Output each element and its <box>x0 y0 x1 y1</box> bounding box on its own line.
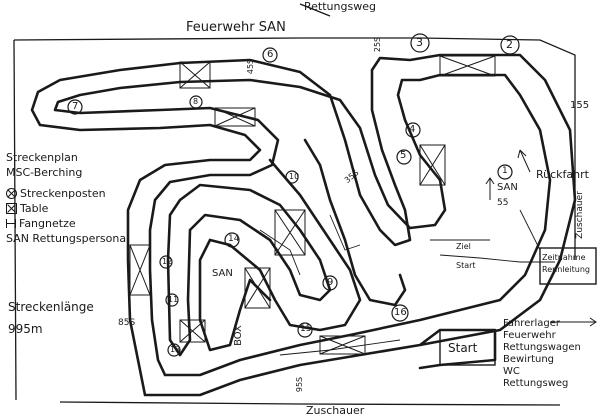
fahrerlager-line-1: Fahrerlager <box>503 318 560 329</box>
post-4: 4 <box>409 124 416 135</box>
table-left <box>129 244 151 296</box>
net-icon <box>6 219 16 228</box>
track-thin-line-1 <box>259 229 301 276</box>
circle-x-icon <box>6 188 17 199</box>
zuschauer-side-label: Zuschauer <box>574 191 585 239</box>
legend-item-table: Table <box>6 201 129 216</box>
post-circles <box>67 33 520 357</box>
distance-55: 55 <box>497 198 509 208</box>
box-label: BOX <box>232 325 244 346</box>
track-inner-lane-1 <box>166 183 332 357</box>
distance-85s: 85S <box>118 318 136 328</box>
legend-title-1: Streckenplan <box>6 151 78 164</box>
track-inner-lane-2 <box>208 158 362 332</box>
zeitnahme-box-outline <box>539 247 597 285</box>
post-2: 2 <box>506 38 513 51</box>
legend-item-san: SAN Rettungspersonal <box>6 232 130 245</box>
fahrerlager-line-4: Bewirtung <box>503 354 555 365</box>
table-bottom-left <box>179 319 206 343</box>
table-low-mid <box>244 267 271 309</box>
rettungsweg-arrow-top <box>299 3 331 17</box>
legend: Streckenplan MSC-Berching Streckenposten… <box>6 150 129 246</box>
frame-top-line <box>13 37 576 260</box>
track-length-label: Streckenlänge <box>8 300 94 314</box>
legend-title-2: MSC-Berching <box>6 166 83 179</box>
post-6: 6 <box>267 49 274 60</box>
table-center-mid <box>274 209 306 256</box>
distance-95s: 95S <box>295 376 305 393</box>
zuschauer-bottom-label: Zuschauer <box>306 404 365 417</box>
post-5: 5 <box>400 150 407 161</box>
post-12: 12 <box>162 257 173 266</box>
feuerwehr-san-label: Feuerwehr SAN <box>186 20 286 35</box>
post-14: 14 <box>228 234 240 244</box>
start-box-outline <box>439 329 496 366</box>
post-16: 16 <box>394 307 407 318</box>
fahrerlager-line-3: Rettungswagen <box>503 342 581 353</box>
distance-155: 155 <box>570 100 590 111</box>
pit-line <box>439 254 555 263</box>
post-1: 1 <box>502 166 508 176</box>
post-3: 3 <box>416 36 423 49</box>
track-chicane <box>303 138 407 307</box>
start-small-label: Start <box>456 261 476 270</box>
table-top-center <box>179 61 211 89</box>
fahrerlager-line-5: WC <box>503 366 520 377</box>
zeitnahme-connector <box>519 209 541 251</box>
post-8: 8 <box>193 97 199 106</box>
legend-item-fangnetze: Fangnetze <box>6 216 129 231</box>
ruckfahrt-label: Rückfahrt <box>536 168 589 181</box>
table-upper-mid <box>214 107 256 127</box>
san-right-label: SAN <box>497 182 518 193</box>
track-inner-lane-3 <box>198 238 272 352</box>
track-edges <box>30 53 577 397</box>
distance-25s: 25S <box>373 36 383 53</box>
fahrerlager-line-6: Rettungsweg <box>503 378 569 389</box>
fahrerlager-line-2: Feuerwehr <box>503 330 556 341</box>
ziel-label: Ziel <box>456 242 471 251</box>
san-mid-label: SAN <box>212 268 233 279</box>
distance-45s: 45S <box>246 58 256 75</box>
track-thin-line-3 <box>279 339 401 356</box>
track-inner-edge <box>53 73 552 377</box>
tables <box>129 55 496 355</box>
legend-item-streckenposten: Streckenposten <box>6 186 129 201</box>
fahrerlager-block: Fahrerlager Feuerwehr Rettungswagen Bewi… <box>503 318 581 390</box>
table-right-mid <box>419 144 446 186</box>
table-bottom-mid <box>319 335 366 355</box>
frame-bottom-line <box>59 401 561 406</box>
start-box-label: Start <box>448 341 478 355</box>
track-length-value: 995m <box>8 322 43 336</box>
track-thin-line-2 <box>329 214 361 251</box>
post-9: 9 <box>327 277 334 288</box>
post-7: 7 <box>72 101 79 112</box>
post-11: 11 <box>168 295 179 304</box>
post-13: 13 <box>170 345 181 354</box>
track-outer-edge <box>30 53 577 397</box>
rettungsweg-top-label: Rettungsweg <box>304 0 376 13</box>
box-x-icon <box>6 203 17 214</box>
post-15: 15 <box>300 324 312 334</box>
zeitnahme-label: Zeitnahme Rennleitung <box>542 253 590 274</box>
table-right-top <box>439 55 496 77</box>
post-10: 10 <box>289 172 300 181</box>
